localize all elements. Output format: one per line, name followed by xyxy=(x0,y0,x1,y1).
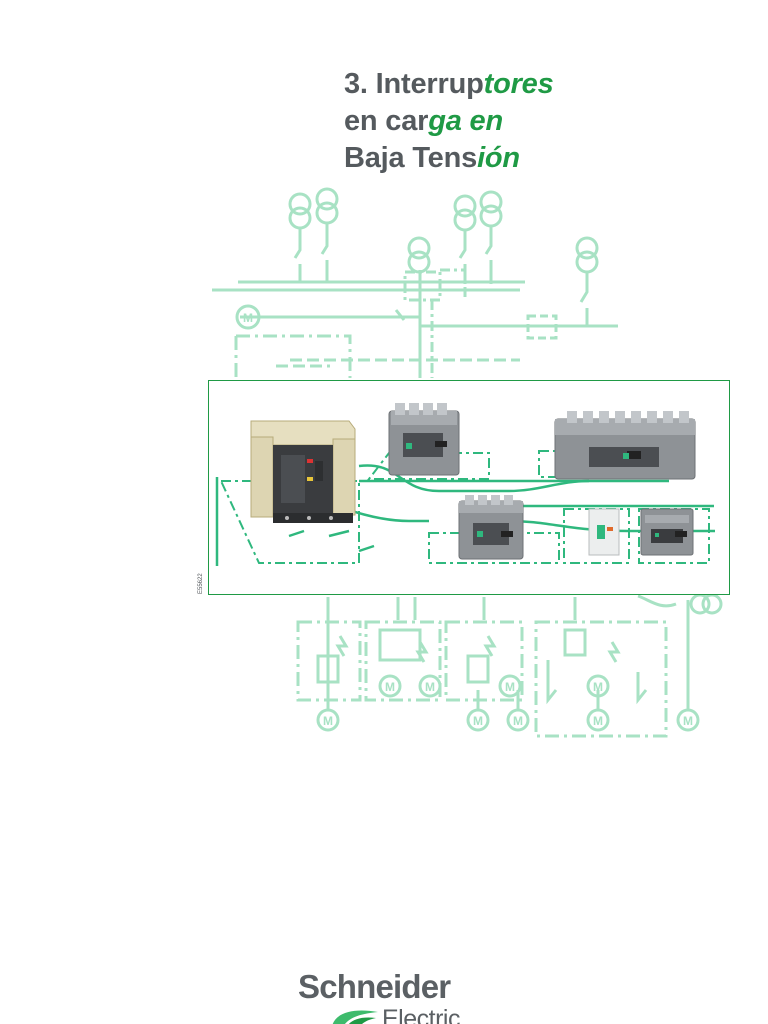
svg-text:M: M xyxy=(473,714,483,728)
title-line-3-accent: ión xyxy=(477,142,520,174)
compact-switch xyxy=(640,508,694,556)
large-switch-disconnector xyxy=(554,411,696,480)
svg-text:M: M xyxy=(513,714,523,728)
motor-symbol xyxy=(235,304,261,330)
motor-symbol xyxy=(418,674,442,698)
brand-mark-icon xyxy=(332,1010,378,1024)
motor-symbol xyxy=(378,674,402,698)
title-line-2-accent: ga en xyxy=(428,105,503,137)
svg-text:M: M xyxy=(425,680,435,694)
transformer-symbol xyxy=(407,236,431,274)
motor-symbol xyxy=(586,674,610,698)
switch-disconnector-small xyxy=(458,495,524,560)
title-line-2-plain: en car xyxy=(344,105,429,137)
page-title: 3. Interruptores en carga en Baja Tensió… xyxy=(344,66,554,177)
svg-text:M: M xyxy=(683,714,693,728)
title-line-1-plain: 3. Interrup xyxy=(344,68,484,100)
transformer-symbol xyxy=(575,236,599,274)
motor-symbol xyxy=(466,708,490,732)
transformer-symbol xyxy=(288,192,312,230)
title-line-2: en carga en xyxy=(344,103,554,140)
svg-text:M: M xyxy=(593,714,603,728)
svg-text:M: M xyxy=(243,311,253,325)
product-figure xyxy=(208,380,730,595)
transformer-symbol xyxy=(453,194,477,232)
transformer-symbol xyxy=(315,187,339,225)
title-line-3: Baja Tensión xyxy=(344,140,554,177)
brand-subname: Electric xyxy=(382,1005,460,1024)
transformer-symbol xyxy=(689,593,723,615)
title-line-3-plain: Baja Tens xyxy=(344,142,478,174)
svg-text:M: M xyxy=(593,680,603,694)
brand-name: Schneider xyxy=(298,968,451,1005)
modular-switch xyxy=(588,508,620,556)
title-line-1-accent: tores xyxy=(483,68,554,100)
air-circuit-breaker xyxy=(250,420,356,523)
svg-text:M: M xyxy=(385,680,395,694)
motor-symbol xyxy=(316,708,340,732)
transformer-symbol xyxy=(479,190,503,228)
motor-symbol xyxy=(676,708,700,732)
title-line-1: 3. Interruptores xyxy=(344,66,554,103)
switch-disconnector xyxy=(388,403,460,476)
product-illustration xyxy=(215,403,715,566)
motor-symbol xyxy=(586,708,610,732)
motor-symbol xyxy=(506,708,530,732)
svg-text:M: M xyxy=(505,680,515,694)
brand-logo: Schneider Electric xyxy=(298,968,488,1024)
figure-ref-code: E55622 xyxy=(198,573,204,594)
motor-symbol xyxy=(498,674,522,698)
svg-text:M: M xyxy=(323,714,333,728)
